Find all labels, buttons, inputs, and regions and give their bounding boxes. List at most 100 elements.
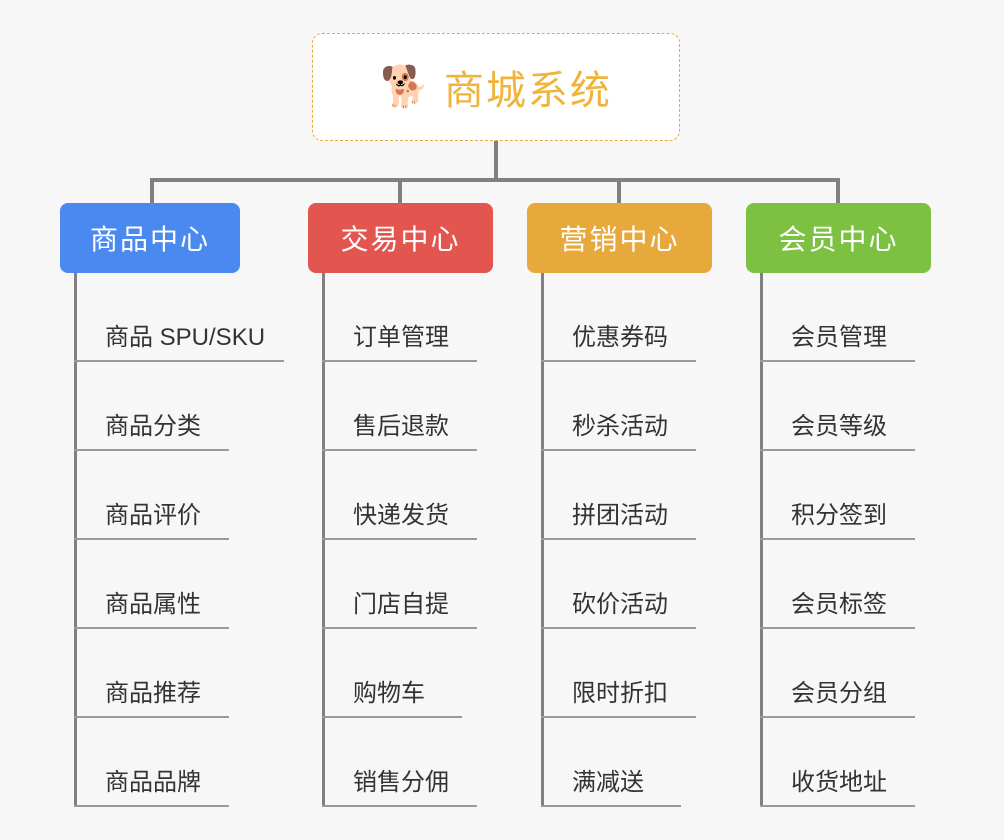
leaf-item[interactable]: 商品评价 bbox=[60, 451, 240, 540]
leaf-item-label: 商品品牌 bbox=[105, 769, 201, 796]
category-column-3: 营销中心优惠券码秒杀活动拼团活动砍价活动限时折扣满减送 bbox=[527, 203, 712, 807]
leaf-item-label: 商品推荐 bbox=[105, 680, 201, 707]
leaf-item-label: 售后退款 bbox=[353, 413, 449, 440]
leaf-item[interactable]: 商品属性 bbox=[60, 540, 240, 629]
category-header-4[interactable]: 会员中心 bbox=[746, 203, 931, 273]
leaf-item[interactable]: 售后退款 bbox=[308, 362, 493, 451]
leaf-item[interactable]: 砍价活动 bbox=[527, 540, 712, 629]
leaf-item[interactable]: 会员等级 bbox=[746, 362, 931, 451]
category-column-4: 会员中心会员管理会员等级积分签到会员标签会员分组收货地址 bbox=[746, 203, 931, 807]
leaf-underline bbox=[322, 538, 477, 540]
category-header-2[interactable]: 交易中心 bbox=[308, 203, 493, 273]
leaf-item-label: 商品评价 bbox=[105, 502, 201, 529]
leaf-item[interactable]: 快递发货 bbox=[308, 451, 493, 540]
leaf-underline bbox=[74, 449, 229, 451]
leaf-item[interactable]: 满减送 bbox=[527, 718, 712, 807]
leaf-item[interactable]: 积分签到 bbox=[746, 451, 931, 540]
leaf-item-label: 购物车 bbox=[353, 680, 425, 707]
leaf-underline bbox=[74, 538, 229, 540]
leaf-underline bbox=[322, 716, 462, 718]
connector-horizontal-bus bbox=[152, 178, 838, 182]
leaf-item[interactable]: 会员分组 bbox=[746, 629, 931, 718]
leaf-item[interactable]: 订单管理 bbox=[308, 273, 493, 362]
leaf-list: 订单管理售后退款快递发货门店自提购物车销售分佣 bbox=[308, 273, 493, 807]
leaf-list: 会员管理会员等级积分签到会员标签会员分组收货地址 bbox=[746, 273, 931, 807]
leaf-underline bbox=[760, 538, 915, 540]
leaf-underline bbox=[541, 716, 696, 718]
leaf-item[interactable]: 收货地址 bbox=[746, 718, 931, 807]
column-spine bbox=[322, 273, 325, 807]
leaf-underline bbox=[322, 360, 477, 362]
leaf-underline bbox=[760, 716, 915, 718]
leaf-item-label: 砍价活动 bbox=[572, 591, 668, 618]
leaf-underline bbox=[541, 538, 696, 540]
column-spine bbox=[74, 273, 77, 807]
leaf-item-label: 销售分佣 bbox=[353, 769, 449, 796]
category-header-label: 交易中心 bbox=[340, 224, 461, 255]
leaf-underline bbox=[541, 627, 696, 629]
category-header-3[interactable]: 营销中心 bbox=[527, 203, 712, 273]
leaf-list: 优惠券码秒杀活动拼团活动砍价活动限时折扣满减送 bbox=[527, 273, 712, 807]
leaf-underline bbox=[322, 805, 477, 807]
leaf-underline bbox=[541, 805, 681, 807]
leaf-item[interactable]: 销售分佣 bbox=[308, 718, 493, 807]
leaf-item[interactable]: 门店自提 bbox=[308, 540, 493, 629]
category-header-label: 会员中心 bbox=[778, 224, 899, 255]
leaf-item-label: 会员分组 bbox=[791, 680, 887, 707]
leaf-underline bbox=[760, 805, 915, 807]
leaf-item-label: 积分签到 bbox=[791, 502, 887, 529]
leaf-item-label: 快递发货 bbox=[353, 502, 449, 529]
leaf-item[interactable]: 限时折扣 bbox=[527, 629, 712, 718]
leaf-underline bbox=[541, 360, 696, 362]
leaf-item[interactable]: 商品品牌 bbox=[60, 718, 240, 807]
leaf-item-label: 订单管理 bbox=[353, 324, 449, 351]
leaf-underline bbox=[74, 805, 229, 807]
leaf-item-label: 会员等级 bbox=[791, 413, 887, 440]
category-header-1[interactable]: 商品中心 bbox=[60, 203, 240, 273]
leaf-underline bbox=[541, 449, 696, 451]
leaf-underline bbox=[74, 360, 284, 362]
leaf-item-label: 商品 SPU/SKU bbox=[105, 324, 266, 351]
column-spine bbox=[541, 273, 544, 807]
leaf-item[interactable]: 商品分类 bbox=[60, 362, 240, 451]
column-spine bbox=[760, 273, 763, 807]
category-column-1: 商品中心商品 SPU/SKU 商品分类商品评价商品属性商品推荐商品品牌 bbox=[60, 203, 284, 807]
leaf-item[interactable]: 购物车 bbox=[308, 629, 493, 718]
leaf-underline bbox=[74, 627, 229, 629]
connector-drop-2 bbox=[398, 178, 402, 203]
leaf-item[interactable]: 会员标签 bbox=[746, 540, 931, 629]
leaf-item[interactable]: 优惠券码 bbox=[527, 273, 712, 362]
leaf-item-label: 会员标签 bbox=[791, 591, 887, 618]
category-header-label: 营销中心 bbox=[559, 224, 680, 255]
leaf-item[interactable]: 商品 SPU/SKU bbox=[60, 273, 284, 362]
leaf-list: 商品 SPU/SKU 商品分类商品评价商品属性商品推荐商品品牌 bbox=[60, 273, 284, 807]
connector-drop-4 bbox=[836, 178, 840, 203]
leaf-item[interactable]: 秒杀活动 bbox=[527, 362, 712, 451]
leaf-item-label: 优惠券码 bbox=[572, 324, 668, 351]
leaf-item-label: 秒杀活动 bbox=[572, 413, 668, 440]
root-node-title: 商城系统 bbox=[443, 69, 612, 113]
leaf-item-label: 满减送 bbox=[572, 769, 644, 796]
leaf-underline bbox=[760, 627, 915, 629]
connector-root-stem bbox=[494, 141, 498, 182]
leaf-item-label: 限时折扣 bbox=[572, 680, 668, 707]
leaf-item-label: 收货地址 bbox=[791, 769, 887, 796]
category-header-label: 商品中心 bbox=[89, 224, 210, 255]
leaf-item-label: 商品属性 bbox=[105, 591, 201, 618]
leaf-item[interactable]: 商品推荐 bbox=[60, 629, 240, 718]
leaf-item-label: 商品分类 bbox=[105, 413, 201, 440]
leaf-underline bbox=[74, 716, 229, 718]
leaf-item[interactable]: 会员管理 bbox=[746, 273, 931, 362]
leaf-underline bbox=[760, 449, 915, 451]
root-node-shop-system[interactable]: 🐕 商城系统 bbox=[312, 33, 680, 141]
leaf-item[interactable]: 拼团活动 bbox=[527, 451, 712, 540]
leaf-underline bbox=[322, 627, 477, 629]
leaf-item-label: 会员管理 bbox=[791, 324, 887, 351]
connector-drop-1 bbox=[150, 178, 154, 203]
shiba-dog-icon: 🐕 bbox=[380, 65, 430, 109]
leaf-underline bbox=[322, 449, 477, 451]
leaf-item-label: 拼团活动 bbox=[572, 502, 668, 529]
category-column-2: 交易中心订单管理售后退款快递发货门店自提购物车销售分佣 bbox=[308, 203, 493, 807]
leaf-underline bbox=[760, 360, 915, 362]
